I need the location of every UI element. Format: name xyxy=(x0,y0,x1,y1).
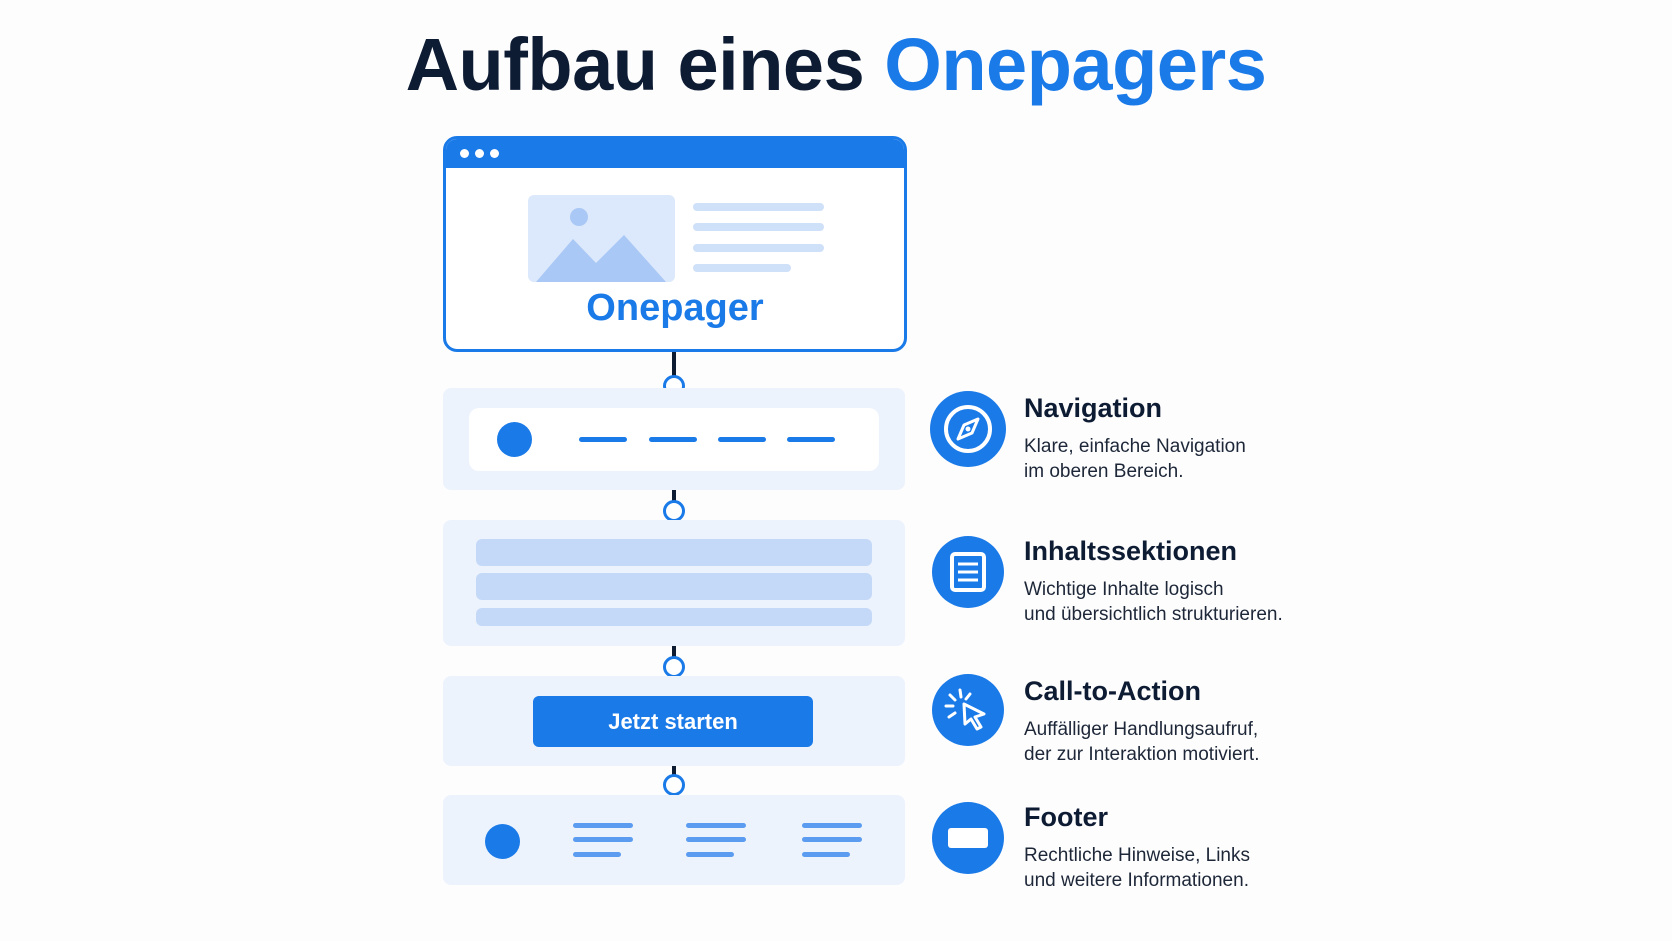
page-title: Aufbau eines Onepagers xyxy=(0,22,1672,107)
feature-description: Rechtliche Hinweise, Links und weitere I… xyxy=(1024,843,1250,893)
footer-bar-icon xyxy=(932,802,1004,874)
cursor-click-icon xyxy=(932,674,1004,746)
browser-title-bar xyxy=(446,139,904,168)
feature-description-line: der zur Interaktion motiviert. xyxy=(1024,744,1260,765)
footer-link-placeholder xyxy=(802,837,862,842)
footer-link-placeholder xyxy=(573,852,621,857)
feature-description: Wichtige Inhalte logisch und übersichtli… xyxy=(1024,577,1283,627)
content-block-placeholder xyxy=(476,573,872,600)
feature-description-line: und übersichtlich strukturieren. xyxy=(1024,604,1283,625)
text-placeholder-line xyxy=(693,264,791,272)
footer-link-placeholder xyxy=(573,837,633,842)
browser-mockup: Onepager xyxy=(443,136,907,352)
feature-description-line: im oberen Bereich. xyxy=(1024,461,1184,482)
feature-description-line: Rechtliche Hinweise, Links xyxy=(1024,845,1250,866)
feature-title: Footer xyxy=(1024,802,1108,832)
content-block-placeholder xyxy=(476,608,872,626)
feature-description: Klare, einfache Navigation im oberen Ber… xyxy=(1024,434,1246,484)
document-lines-icon xyxy=(932,536,1004,608)
footer-link-placeholder xyxy=(686,837,746,842)
footer-link-placeholder xyxy=(686,823,746,828)
footer-section-mockup xyxy=(443,795,905,885)
feature-description-line: und weitere Informationen. xyxy=(1024,870,1249,891)
nav-link-placeholder xyxy=(649,437,697,442)
footer-link-placeholder xyxy=(802,823,862,828)
feature-description: Auffälliger Handlungsaufruf, der zur Int… xyxy=(1024,717,1259,767)
text-placeholder-line xyxy=(693,223,824,231)
connector-node-2 xyxy=(663,500,685,522)
nav-logo-icon xyxy=(497,422,532,457)
footer-link-placeholder xyxy=(802,852,850,857)
content-section-mockup xyxy=(443,520,905,646)
feature-title: Inhaltssektionen xyxy=(1024,536,1238,566)
connector-node-4 xyxy=(663,774,685,796)
browser-dot-icon xyxy=(460,149,469,158)
connector-node-3 xyxy=(663,656,685,678)
title-accent: Onepagers xyxy=(884,23,1267,106)
feature-title: Call-to-Action xyxy=(1024,676,1201,706)
nav-bar-mockup xyxy=(469,408,879,471)
footer-link-placeholder xyxy=(686,852,734,857)
content-block-placeholder xyxy=(476,539,872,566)
browser-dot-icon xyxy=(475,149,484,158)
nav-link-placeholder xyxy=(718,437,766,442)
image-placeholder-icon xyxy=(528,195,675,282)
browser-label: Onepager xyxy=(586,287,764,329)
title-prefix: Aufbau eines xyxy=(405,23,865,106)
feature-description-line: Klare, einfache Navigation xyxy=(1024,436,1246,457)
nav-link-placeholder xyxy=(787,437,835,442)
compass-icon xyxy=(930,391,1006,467)
nav-section-mockup xyxy=(443,388,905,490)
feature-title: Navigation xyxy=(1024,393,1163,423)
browser-dot-icon xyxy=(490,149,499,158)
feature-description-line: Auffälliger Handlungsaufruf, xyxy=(1024,719,1259,740)
footer-logo-icon xyxy=(485,824,520,859)
text-placeholder-line xyxy=(693,244,824,252)
feature-description-line: Wichtige Inhalte logisch xyxy=(1024,579,1224,600)
footer-link-placeholder xyxy=(573,823,633,828)
text-placeholder-line xyxy=(693,203,824,211)
cta-section-mockup: Jetzt starten xyxy=(443,676,905,766)
cta-button[interactable]: Jetzt starten xyxy=(533,696,813,747)
nav-link-placeholder xyxy=(579,437,627,442)
